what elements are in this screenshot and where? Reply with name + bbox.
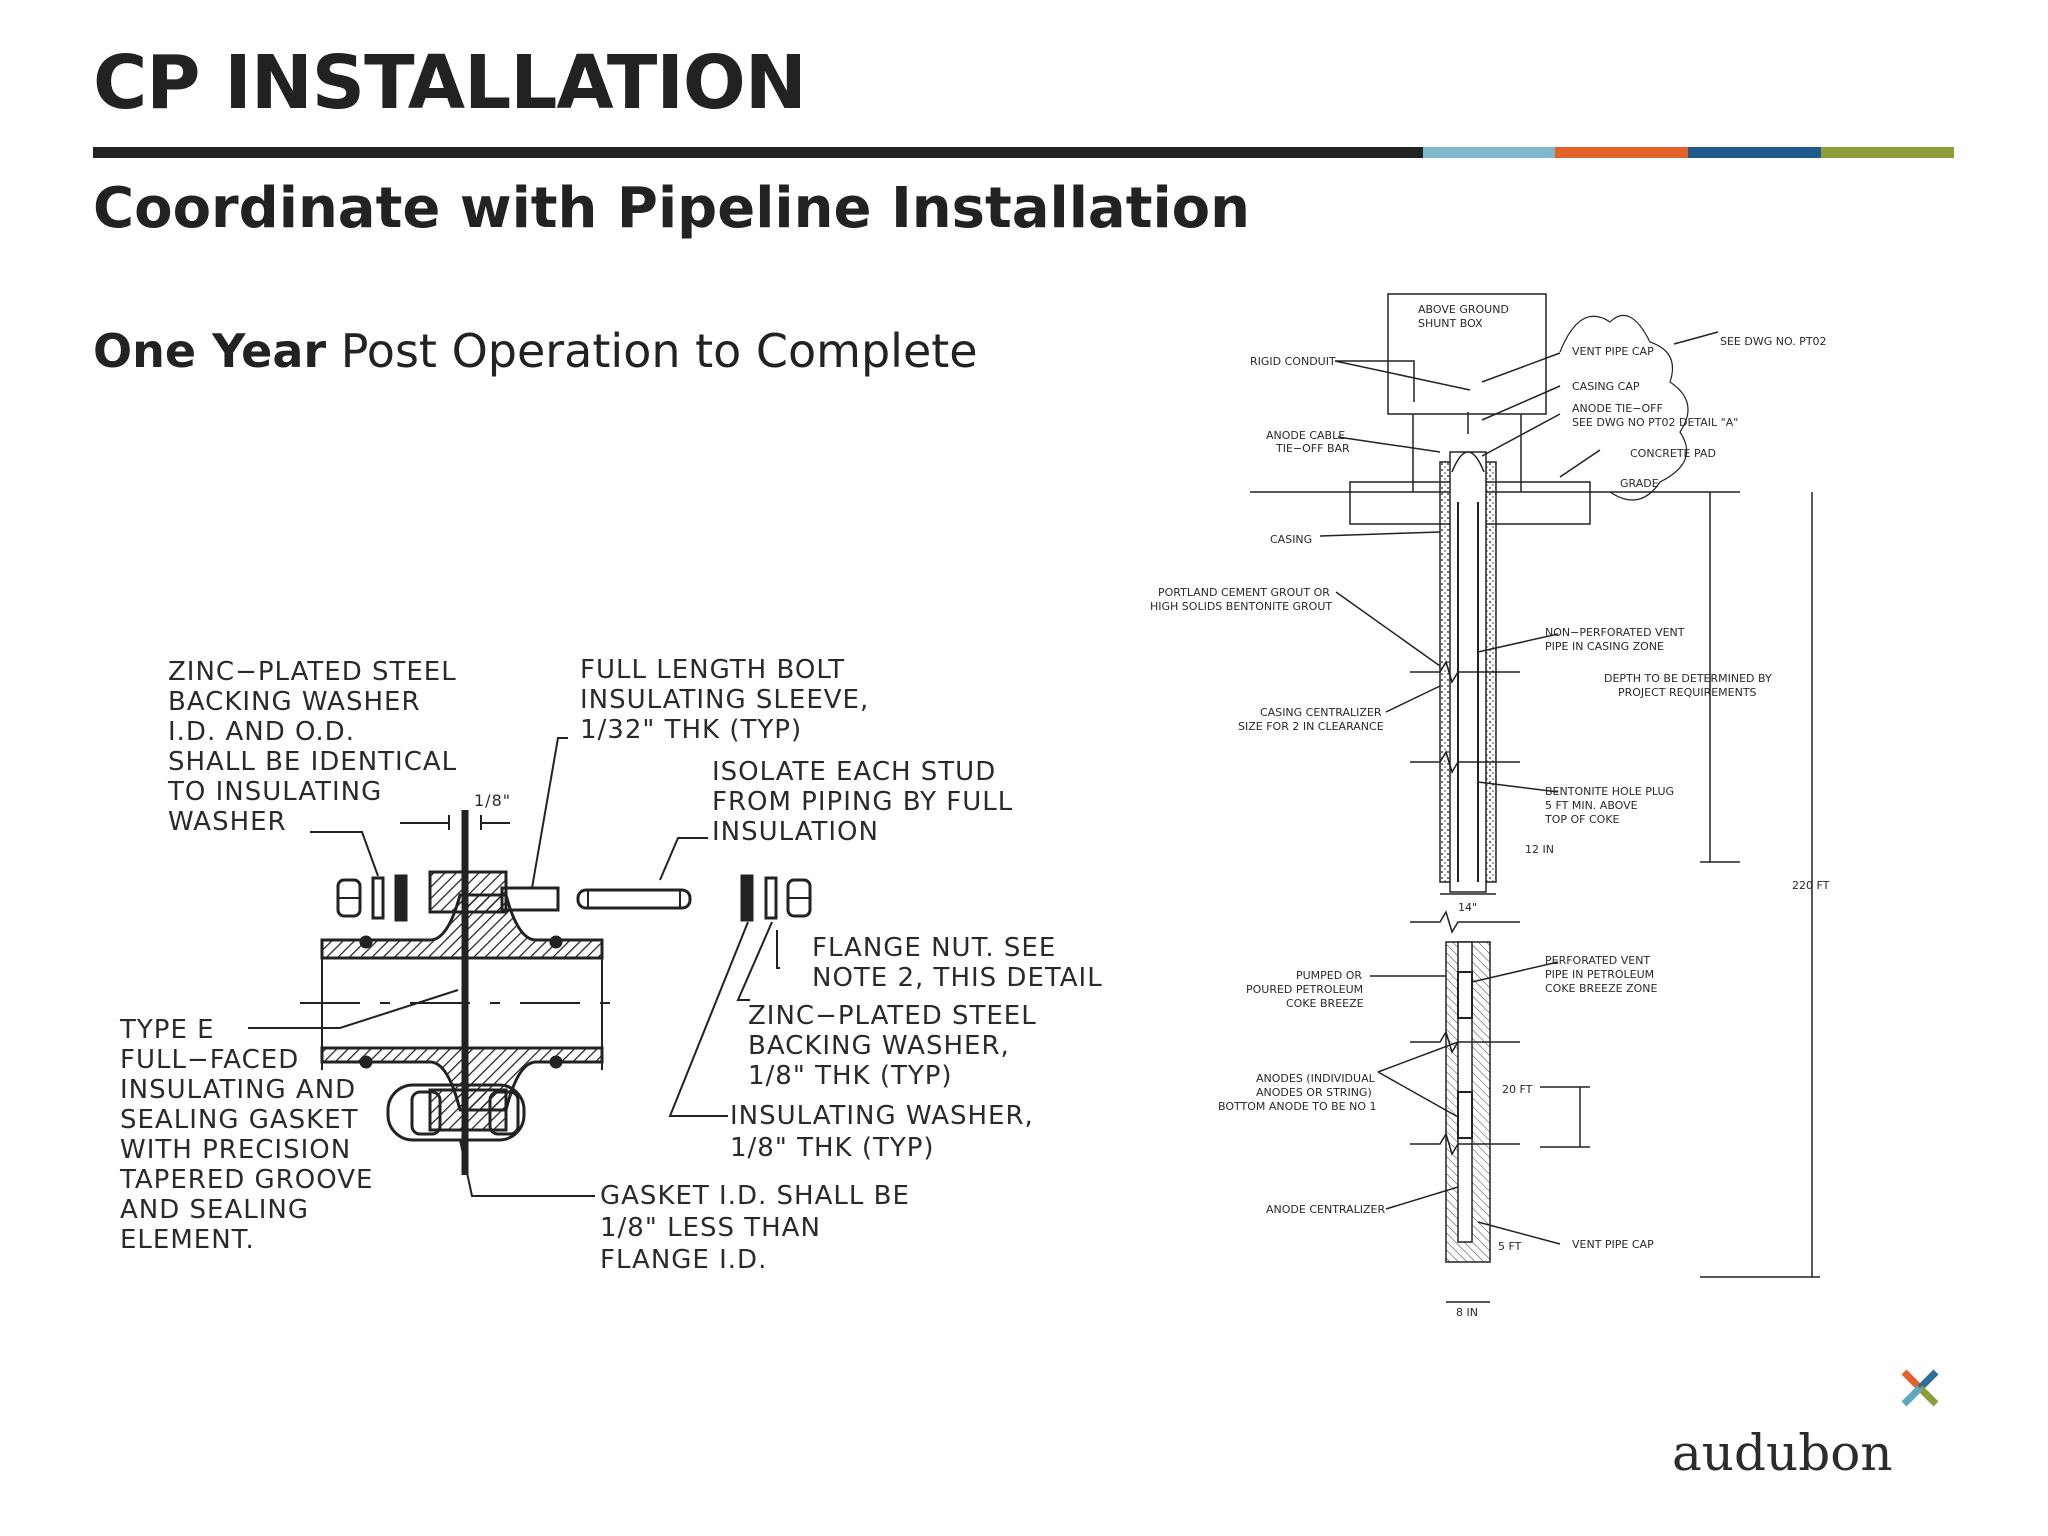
label-zinc-washer: ZINC−PLATED STEEL BACKING WASHER I.D. AN…	[167, 657, 466, 837]
rule-segment-olive	[1821, 147, 1954, 158]
label-pumped: PUMPED OR POURED PETROLEUM COKE BREEZE	[1246, 969, 1367, 1010]
rule-segment-navy	[1688, 147, 1821, 158]
label-concrete-pad: CONCRETE PAD	[1630, 447, 1716, 460]
label-shunt-box: ABOVE GROUND SHUNT BOX	[1418, 303, 1512, 330]
body-text: One Year Post Operation to Complete	[93, 324, 978, 378]
label-dim-8in: 8 IN	[1456, 1306, 1478, 1319]
audubon-logo: audubon	[1672, 1369, 1939, 1480]
label-dim-20ft: 20 FT	[1502, 1083, 1533, 1096]
label-grout: PORTLAND CEMENT GROUT OR HIGH SOLIDS BEN…	[1150, 586, 1333, 613]
label-insulating-washer: INSULATING WASHER, 1/8" THK (TYP)	[730, 1101, 1043, 1163]
body-emphasis: One Year	[93, 324, 327, 378]
rule-segment-orange	[1555, 147, 1688, 158]
bolt-sleeve	[500, 886, 560, 912]
label-dim-5ft: 5 FT	[1498, 1240, 1522, 1253]
label-zinc-washer-right: ZINC−PLATED STEEL BACKING WASHER, 1/8" T…	[748, 1001, 1046, 1091]
label-casing-cap: CASING CAP	[1572, 380, 1640, 393]
label-vent-pipe-cap-bottom: VENT PIPE CAP	[1572, 1238, 1654, 1251]
label-bolt-sleeve: FULL LENGTH BOLT INSULATING SLEEVE, 1/32…	[580, 655, 879, 745]
shunt-box	[1387, 293, 1547, 415]
label-vent-pipe-cap-top: VENT PIPE CAP	[1572, 345, 1654, 358]
label-rigid-conduit: RIGID CONDUIT	[1250, 355, 1336, 368]
rule-segment-dark	[93, 147, 1423, 158]
title-rule	[93, 147, 1954, 158]
label-anode-cable: ANODE CABLE TIE−OFF BAR	[1266, 429, 1350, 455]
label-centralizer: CASING CENTRALIZER SIZE FOR 2 IN CLEARAN…	[1238, 706, 1385, 733]
label-gasket-type: TYPE E FULL−FACED INSULATING AND SEALING…	[119, 1015, 383, 1255]
label-gasket-id: GASKET I.D. SHALL BE 1/8" LESS THAN FLAN…	[600, 1181, 919, 1275]
label-grade: GRADE	[1620, 477, 1659, 490]
slide-title: CP INSTALLATION	[93, 40, 807, 126]
label-dim-eighth: 1/8"	[474, 791, 511, 810]
slide-subtitle: Coordinate with Pipeline Installation	[93, 176, 1251, 241]
label-dim-12in: 12 IN	[1525, 843, 1554, 856]
label-depth: DEPTH TO BE DETERMINED BY PROJECT REQUIR…	[1604, 672, 1775, 699]
audubon-mark-icon	[1901, 1369, 1939, 1407]
label-see-dwg: SEE DWG NO. PT02	[1720, 335, 1827, 348]
label-casing: CASING	[1270, 533, 1312, 546]
logo-wordmark: audubon	[1672, 1424, 1893, 1480]
stud	[576, 888, 692, 910]
flange-insulation-diagram: ZINC−PLATED STEEL BACKING WASHER I.D. AN…	[119, 655, 1103, 1275]
label-dim-14: 14"	[1458, 901, 1477, 914]
label-non-perforated: NON−PERFORATED VENT PIPE IN CASING ZONE	[1545, 626, 1688, 653]
label-isolate-stud: ISOLATE EACH STUD FROM PIPING BY FULL IN…	[712, 757, 1023, 847]
label-perforated: PERFORATED VENT PIPE IN PETROLEUM COKE B…	[1545, 954, 1658, 995]
label-anode-centralizer: ANODE CENTRALIZER	[1266, 1203, 1385, 1216]
body-rest: Post Operation to Complete	[326, 324, 978, 378]
label-anodes: ANODES (INDIVIDUAL ANODES OR STRING) BOT…	[1218, 1072, 1378, 1113]
rule-segment-blue	[1423, 147, 1555, 158]
deep-anode-well-diagram: ABOVE GROUND SHUNT BOX RIGID CONDUIT VEN…	[1150, 293, 1830, 1319]
label-flange-nut: FLANGE NUT. SEE NOTE 2, THIS DETAIL	[812, 933, 1103, 993]
label-bentonite: BENTONITE HOLE PLUG 5 FT MIN. ABOVE TOP …	[1544, 785, 1678, 826]
label-anode-tieoff: ANODE TIE−OFF SEE DWG NO PT02 DETAIL "A"	[1572, 402, 1738, 429]
label-dim-220ft: 220 FT	[1792, 879, 1830, 892]
